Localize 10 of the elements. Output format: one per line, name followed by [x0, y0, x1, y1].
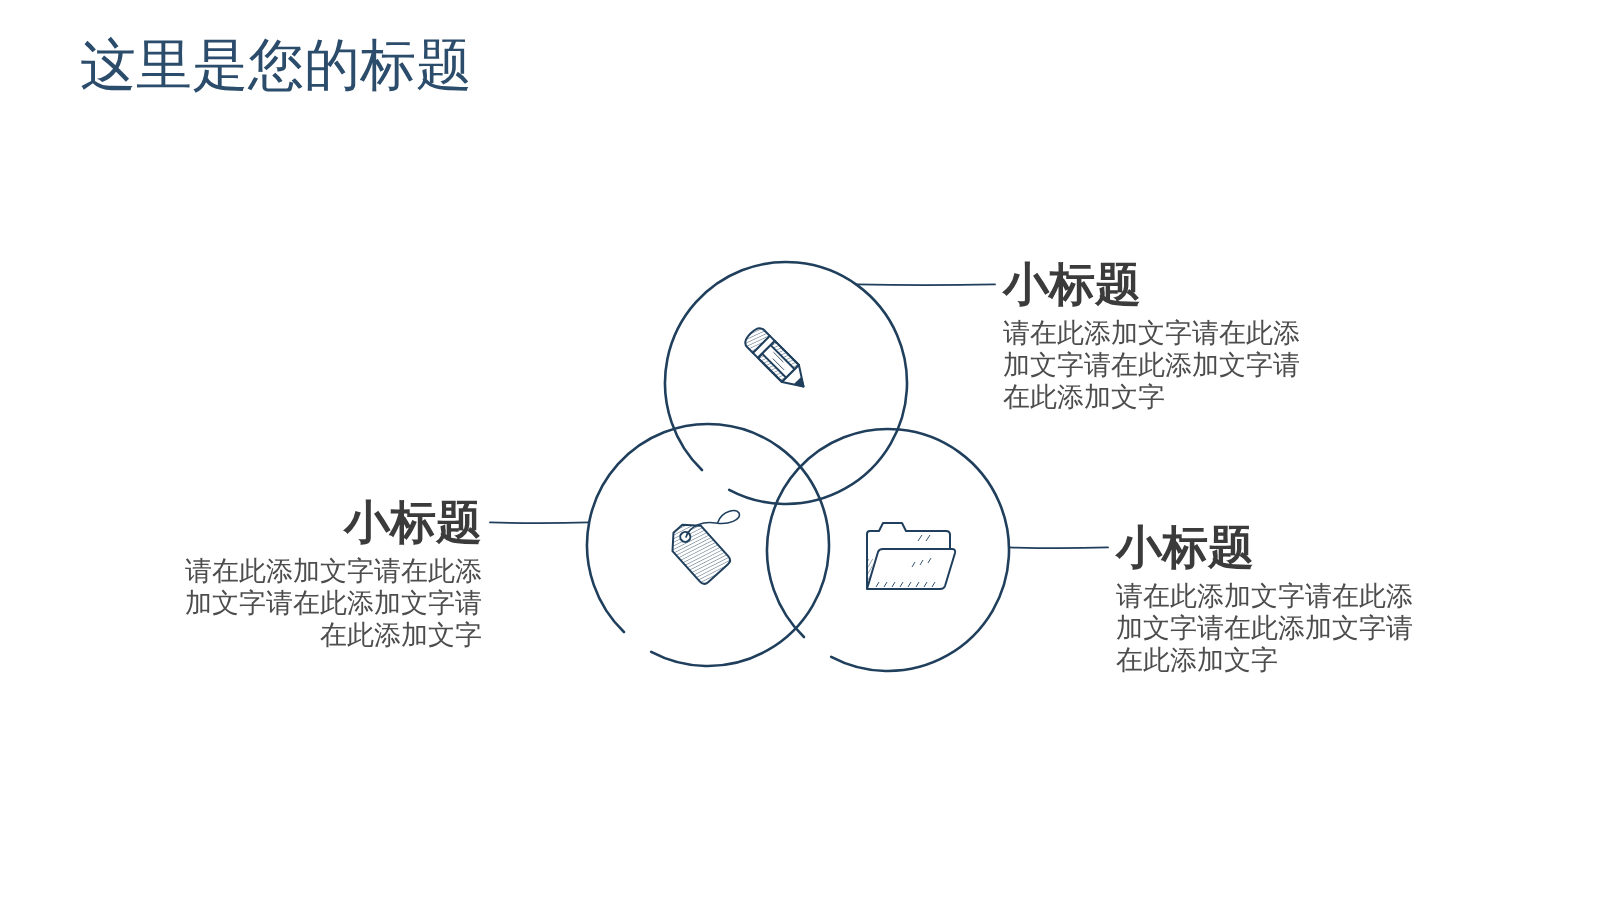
- leader-line: [489, 521, 590, 525]
- body-text: 请在此添加文字请在此添加文字请在此添加文字请在此添加文字: [1003, 316, 1301, 413]
- subtitle-heading: 小标题: [1003, 258, 1141, 311]
- body-text: 请在此添加文字请在此添加文字请在此添加文字请在此添加文字: [184, 554, 482, 651]
- subtitle-heading: 小标题: [1116, 521, 1254, 574]
- page-title: 这里是您的标题: [80, 31, 472, 99]
- subtitle-heading: 小标题: [344, 496, 482, 549]
- leader-line: [855, 283, 996, 287]
- leader-line: [1008, 546, 1109, 550]
- body-text: 请在此添加文字请在此添加文字请在此添加文字请在此添加文字: [1116, 579, 1414, 676]
